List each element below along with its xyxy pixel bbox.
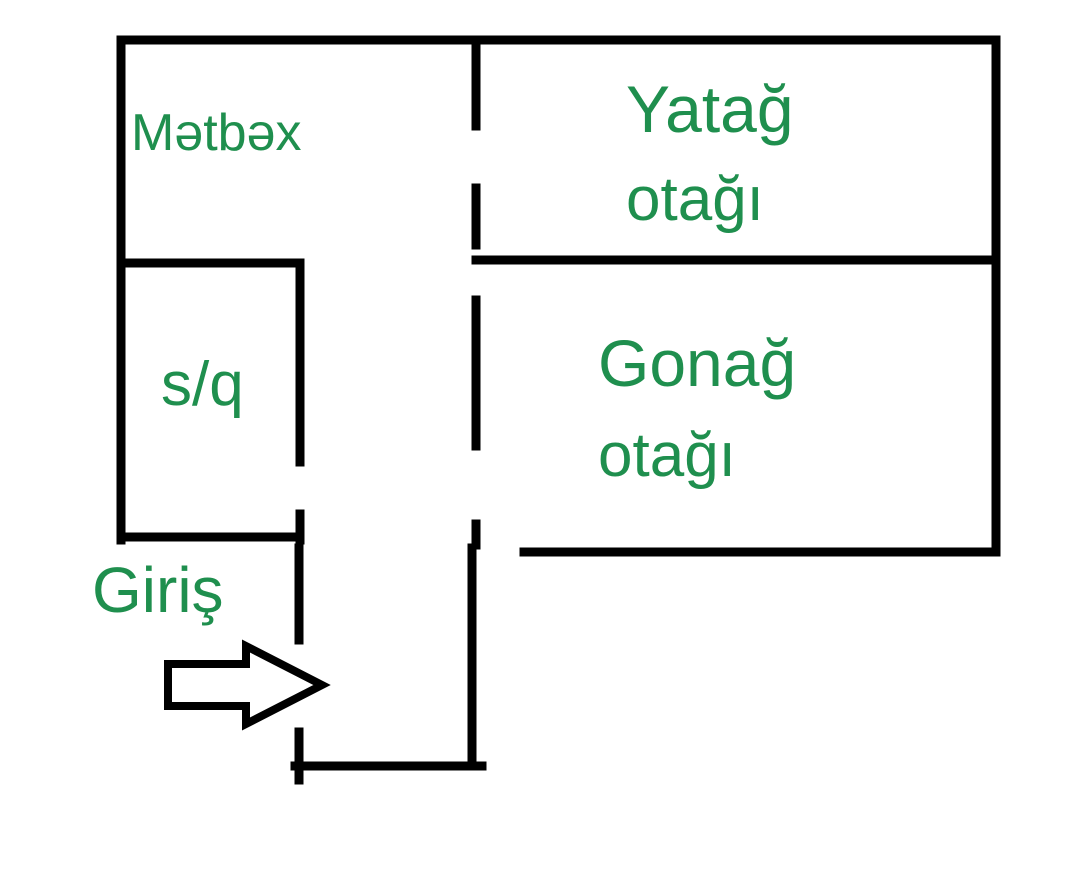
entrance-label: Giriş bbox=[92, 554, 224, 626]
walls bbox=[116, 35, 1001, 785]
room-label-living-line2: otağı bbox=[598, 421, 736, 490]
arrow-right-icon bbox=[164, 639, 331, 731]
room-label-kitchen: Mətbəx bbox=[131, 104, 302, 162]
room-label-bedroom-line2: otağı bbox=[626, 165, 764, 234]
room-label-bedroom-line1: Yatağ bbox=[626, 72, 794, 146]
room-label-living-line1: Gonağ bbox=[598, 326, 796, 400]
room-label-bathroom: s/q bbox=[161, 350, 244, 419]
